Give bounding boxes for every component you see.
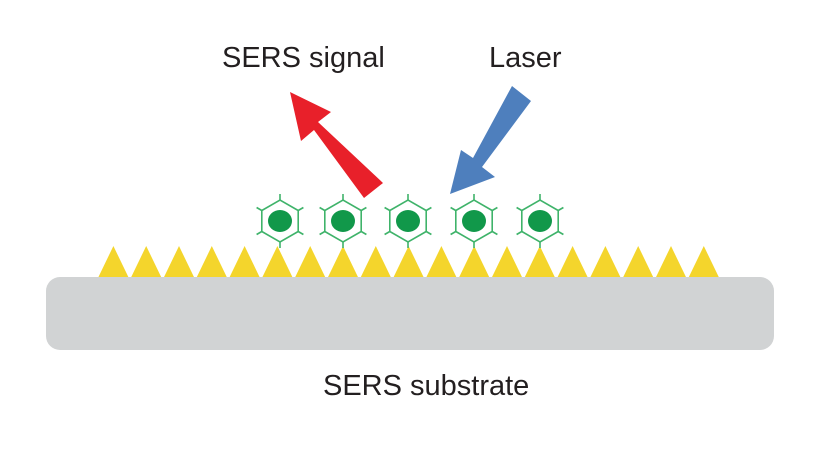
nanostructure-spike xyxy=(392,246,425,280)
hexagon-molecule-icon xyxy=(384,194,432,248)
nanostructure-spike xyxy=(228,246,261,280)
nanostructure-spike xyxy=(425,246,458,280)
nanostructure-spike xyxy=(654,246,688,280)
nanostructure-spike xyxy=(457,246,491,280)
laser-label: Laser xyxy=(489,42,562,74)
nanostructure-spike xyxy=(490,246,524,280)
laser-arrow xyxy=(450,86,531,194)
hexagon-molecule-icon xyxy=(450,194,498,248)
hexagon-molecule-icon xyxy=(319,194,367,248)
nanostructure-spike xyxy=(129,246,163,280)
sers-signal-label: SERS signal xyxy=(222,42,385,74)
nanostructure-spike xyxy=(556,246,589,280)
nanostructure-spike xyxy=(162,246,196,280)
analyte-molecules xyxy=(256,194,564,248)
sers-substrate-label: SERS substrate xyxy=(323,370,530,402)
nanostructure-spike xyxy=(359,246,393,280)
nanostructure-spike xyxy=(687,246,721,280)
nanostructure-spike xyxy=(97,246,130,280)
nanostructure-spike xyxy=(261,246,294,280)
nanostructure-spike xyxy=(195,246,229,280)
nanostructure-spike xyxy=(523,246,557,280)
hexagon-molecule-icon xyxy=(256,194,304,248)
gold-nanostructure-array xyxy=(97,246,721,280)
nanostructure-spike xyxy=(621,246,655,280)
nanostructure-spike xyxy=(326,246,360,280)
sers-signal-arrow xyxy=(290,92,383,198)
nanostructure-spike xyxy=(589,246,622,280)
hexagon-molecule-icon xyxy=(516,194,564,248)
nanostructure-spike xyxy=(293,246,327,280)
sers-substrate xyxy=(46,277,774,350)
